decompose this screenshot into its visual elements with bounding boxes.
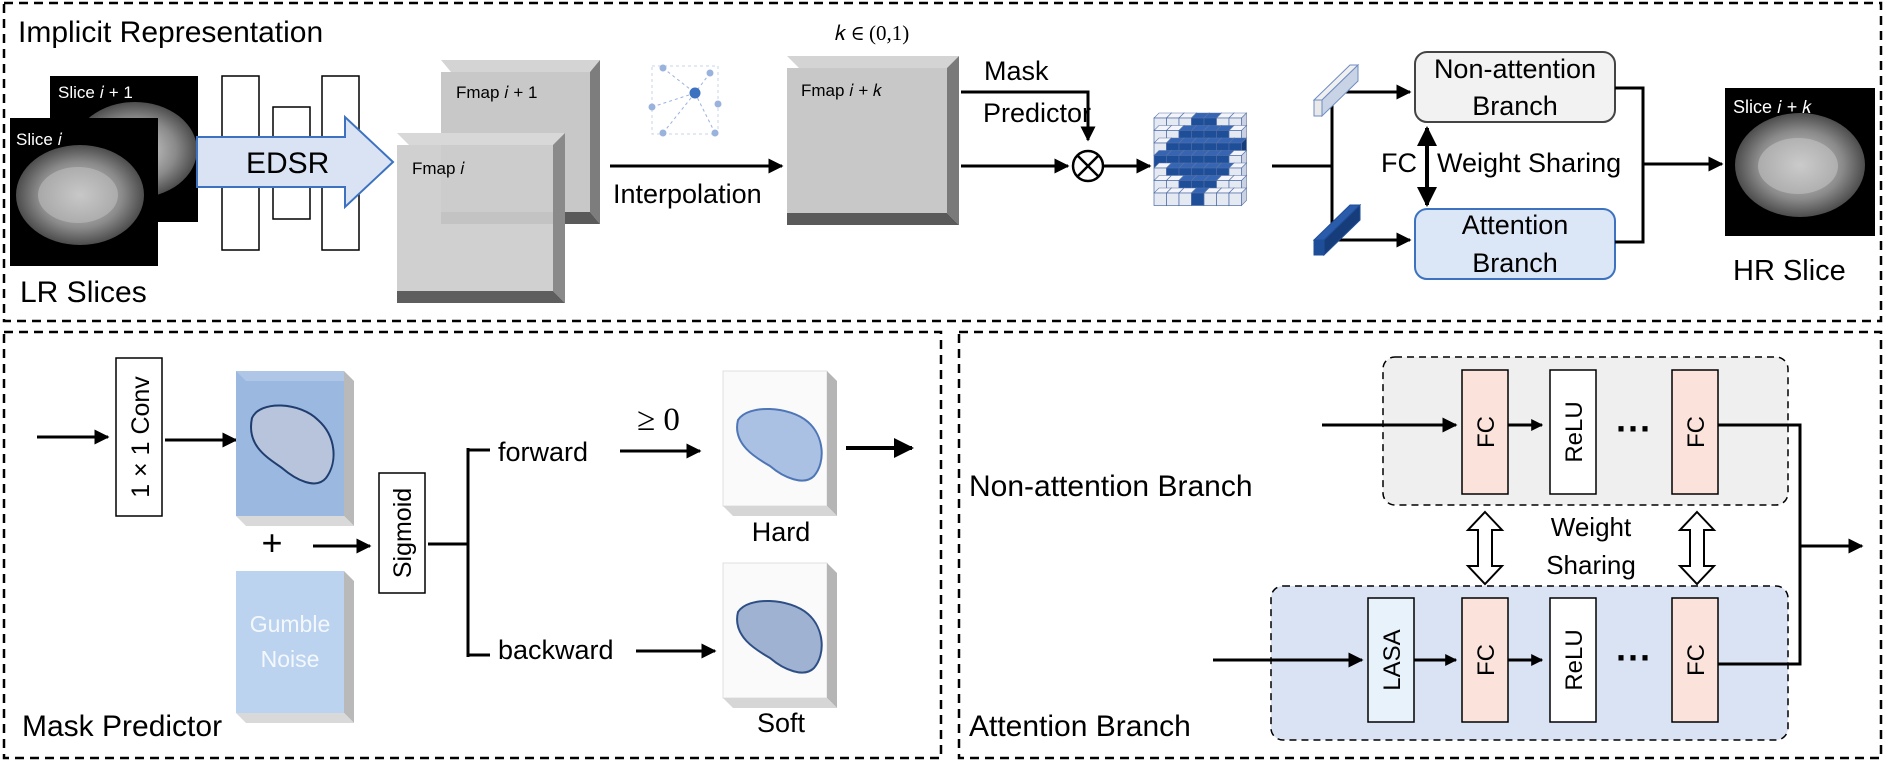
- na-fc-2-label: FC: [1683, 416, 1710, 448]
- weight-sharing-label-1: Weight: [1551, 512, 1632, 542]
- mask-predictor-label-2: Predictor: [983, 98, 1091, 128]
- lasa-label: LASA: [1379, 629, 1406, 690]
- panel-title-mask-predictor: Mask Predictor: [22, 710, 222, 743]
- conv-feature-map: [236, 371, 354, 526]
- attention-label-2: Branch: [1472, 248, 1558, 278]
- na-fc-2: [1671, 369, 1719, 495]
- hr-slice-label: HR Slice: [1733, 255, 1846, 287]
- attention-branch-box: [1414, 208, 1616, 280]
- svg-text:Fmap 𝑖: Fmap 𝑖: [412, 159, 465, 178]
- weight-sharing-hollow-arrow-right: [1677, 510, 1717, 586]
- weight-sharing-label-top: Weight Sharing: [1437, 148, 1621, 178]
- gumble-noise-map: Gumble Noise: [236, 571, 354, 723]
- lr-slices-label: LR Slices: [20, 276, 147, 309]
- fc-label-top: FC: [1381, 148, 1417, 178]
- panel-mask-border: [2, 330, 943, 760]
- attention-label-1: Attention: [1462, 210, 1569, 240]
- soft-mask-map: [722, 562, 837, 708]
- hard-mask-map: [722, 370, 837, 516]
- a-relu: [1549, 597, 1597, 723]
- slab-dark: [1312, 203, 1362, 257]
- svg-text:Slice 𝑖 + 1: Slice 𝑖 + 1: [58, 83, 133, 102]
- voxel-cube: [1153, 112, 1248, 207]
- a-relu-label: ReLU: [1561, 629, 1588, 690]
- split-line: [1272, 88, 1334, 242]
- non-attention-label-1: Non-attention: [1434, 54, 1596, 84]
- non-attention-label-2: Branch: [1472, 91, 1558, 121]
- conv-box: [115, 357, 163, 517]
- svg-text:Slice 𝑖: Slice 𝑖: [16, 130, 63, 149]
- weight-sharing-label-2: Sharing: [1546, 550, 1636, 580]
- mask-predictor-label-1: Mask: [984, 56, 1049, 86]
- multiply-icon: [1071, 149, 1105, 183]
- lr-slice-i: Slice 𝑖: [10, 118, 158, 266]
- a-fc-1-label: FC: [1473, 644, 1500, 676]
- sigmoid-label: Sigmoid: [389, 488, 417, 578]
- interpolation-points-icon: [648, 64, 722, 137]
- k-range-label: 𝑘 ∈ (0,1): [835, 21, 909, 45]
- a-fc-2-label: FC: [1683, 644, 1710, 676]
- voxel-face: [1166, 192, 1180, 206]
- interpolation-label: Interpolation: [613, 179, 762, 209]
- voxel-face: [1228, 192, 1242, 206]
- sigmoid-box: [378, 472, 426, 594]
- slab-light: [1312, 63, 1360, 118]
- svg-text:Slice 𝑖 + 𝑘: Slice 𝑖 + 𝑘: [1733, 97, 1812, 117]
- na-dots: ···: [1616, 408, 1652, 449]
- svg-text:Noise: Noise: [261, 646, 320, 672]
- voxel-face: [1153, 192, 1167, 206]
- voxel-face: [1178, 192, 1192, 206]
- geq-zero-label: ≥ 0: [637, 402, 680, 438]
- soft-label: Soft: [757, 708, 806, 738]
- panel-title-attention-branch: Attention Branch: [969, 710, 1191, 743]
- voxel-face: [1216, 192, 1230, 206]
- hard-label: Hard: [752, 517, 811, 547]
- a-fc-1: [1461, 597, 1509, 723]
- na-fc-1-label: FC: [1473, 416, 1500, 448]
- panel-attention-border: [957, 330, 1883, 760]
- forward-label: forward: [498, 437, 588, 467]
- lasa-box: [1367, 597, 1415, 723]
- fmap-i-block: Fmap 𝑖: [397, 133, 565, 303]
- fmap-i-plus-k-block: Fmap 𝑖 + 𝑘: [787, 56, 959, 225]
- backward-label: backward: [498, 635, 614, 665]
- na-relu-label: ReLU: [1561, 401, 1588, 462]
- panel-top-border: [2, 1, 1883, 323]
- voxel-face: [1191, 192, 1205, 206]
- svg-text:Fmap 𝑖 + 1: Fmap 𝑖 + 1: [456, 83, 538, 102]
- edsr-label: EDSR: [246, 147, 329, 180]
- a-fc-2: [1671, 597, 1719, 723]
- voxel-face: [1203, 192, 1217, 206]
- conv-label: 1 × 1 Conv: [127, 376, 155, 498]
- hr-slice: Slice 𝑖 + 𝑘: [1725, 88, 1875, 236]
- svg-text:Fmap 𝑖 + 𝑘: Fmap 𝑖 + 𝑘: [801, 81, 883, 100]
- svg-text:Gumble: Gumble: [250, 611, 331, 637]
- non-attention-branch-label: Non-attention Branch: [969, 470, 1253, 503]
- a-dots: ···: [1616, 637, 1652, 678]
- mask-predictor-arrow: [961, 90, 1096, 142]
- sigmoid-fork: [428, 448, 490, 657]
- edsr-arrow: [196, 114, 395, 210]
- na-relu: [1549, 369, 1597, 495]
- weight-sharing-hollow-arrow-left: [1465, 510, 1505, 586]
- panel-title-implicit: Implicit Representation: [18, 16, 323, 49]
- na-fc-1: [1461, 369, 1509, 495]
- plus-sign: +: [261, 522, 282, 563]
